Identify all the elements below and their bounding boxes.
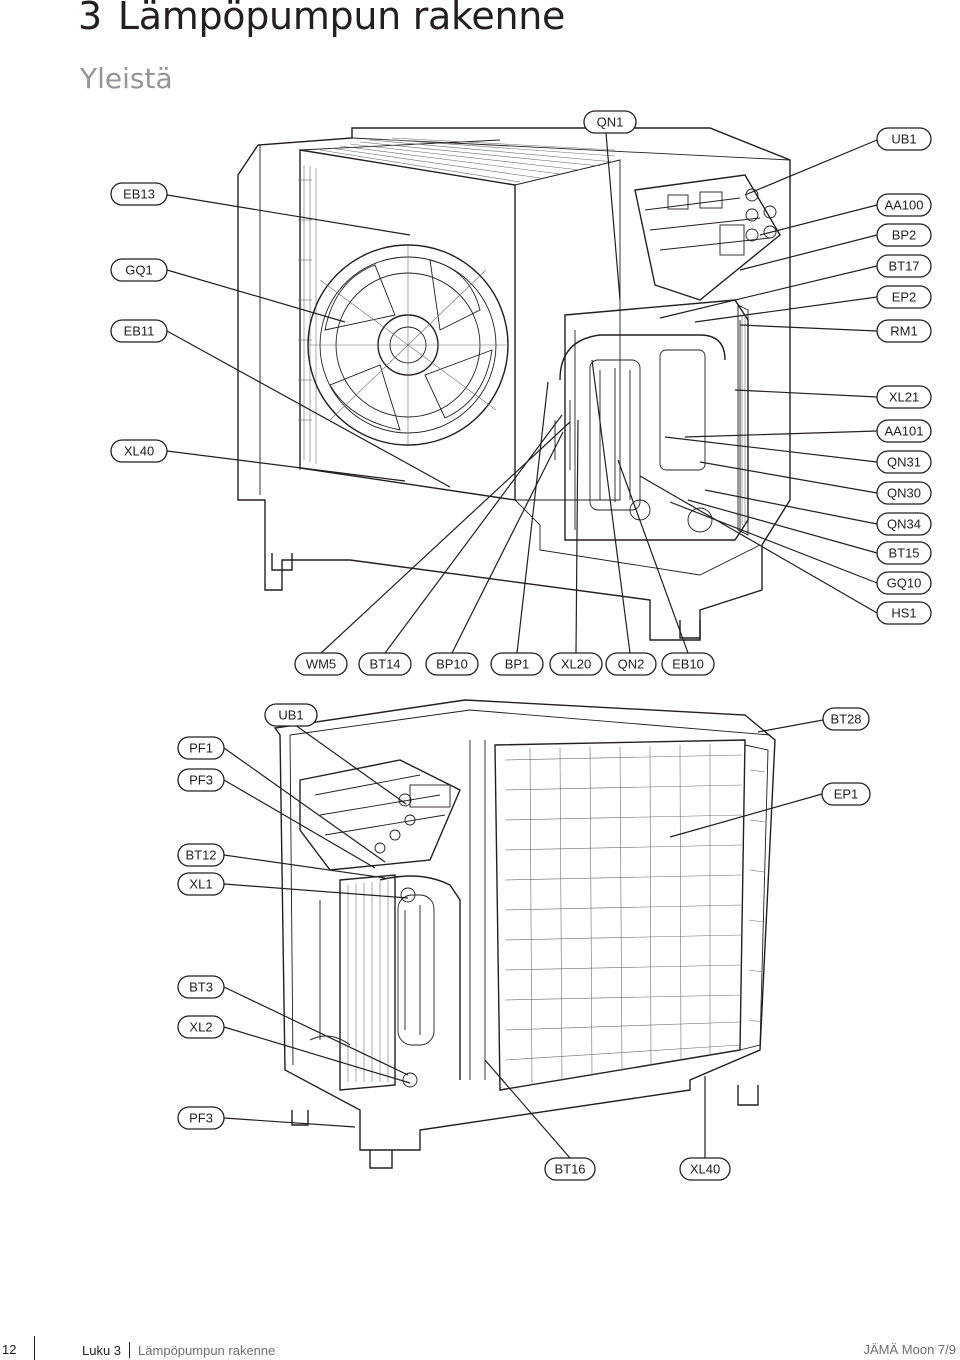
svg-text:UB1: UB1	[891, 132, 916, 147]
svg-text:QN2: QN2	[618, 657, 645, 672]
svg-text:QN31: QN31	[887, 455, 921, 470]
label-pf3-top: PF3	[177, 768, 225, 792]
footer-chapter-label: Luku 3	[82, 1343, 122, 1358]
figure-2-leader-lines	[223, 719, 824, 1159]
svg-text:EB11: EB11	[124, 324, 155, 339]
svg-text:XL2: XL2	[189, 1020, 212, 1035]
label-hs1: HS1	[876, 601, 932, 625]
label-xl21: XL21	[876, 385, 932, 409]
heat-pump-diagrams: QN1 UB1 EB13 AA100 BP2 GQ1 BT17 EP2 EB11…	[0, 100, 960, 1200]
svg-text:RM1: RM1	[890, 324, 917, 339]
footer-chapter-title: Lämpöpumpun rakenne	[138, 1343, 276, 1358]
label-bt16: BT16	[544, 1157, 596, 1181]
label-bt3: BT3	[177, 975, 225, 999]
label-rm1: RM1	[876, 319, 932, 343]
label-qn34: QN34	[876, 512, 932, 536]
label-xl20: XL20	[549, 652, 603, 676]
chapter-number: 3	[78, 0, 102, 38]
label-gq10: GQ10	[876, 571, 932, 595]
label-qn1: QN1	[583, 110, 637, 134]
label-eb13: EB13	[110, 182, 168, 206]
svg-text:PF3: PF3	[189, 1111, 213, 1126]
svg-text:QN1: QN1	[597, 115, 624, 130]
svg-text:BT14: BT14	[369, 657, 400, 672]
label-bt28: BT28	[822, 707, 870, 731]
svg-text:XL1: XL1	[189, 877, 212, 892]
label-wm5: WM5	[294, 652, 348, 676]
label-ub1: UB1	[876, 127, 932, 151]
label-bp2: BP2	[876, 223, 932, 247]
label-ub1-rear: UB1	[264, 703, 318, 727]
label-xl40-rear: XL40	[679, 1157, 731, 1181]
footer-separator	[129, 1342, 131, 1358]
label-bp10: BP10	[425, 652, 479, 676]
svg-text:PF3: PF3	[189, 773, 213, 788]
svg-text:AA101: AA101	[884, 424, 923, 439]
label-xl1: XL1	[177, 872, 225, 896]
svg-text:XL40: XL40	[124, 444, 154, 459]
svg-text:BT28: BT28	[830, 712, 861, 727]
label-pf1: PF1	[177, 736, 225, 760]
label-bp1: BP1	[490, 652, 544, 676]
svg-text:BT3: BT3	[189, 980, 213, 995]
chapter-title: Lämpöpumpun rakenne	[117, 0, 566, 38]
svg-text:XL40: XL40	[690, 1162, 720, 1177]
svg-text:WM5: WM5	[306, 657, 336, 672]
svg-text:EB13: EB13	[123, 187, 155, 202]
svg-text:GQ1: GQ1	[125, 263, 152, 278]
figure-2-drawing	[273, 699, 776, 1169]
svg-text:BP1: BP1	[505, 657, 530, 672]
label-ep2: EP2	[876, 285, 932, 309]
svg-text:XL21: XL21	[889, 390, 919, 405]
svg-text:QN34: QN34	[887, 517, 921, 532]
svg-text:BT12: BT12	[185, 848, 216, 863]
svg-text:BP10: BP10	[436, 657, 468, 672]
label-bt17: BT17	[876, 254, 932, 278]
figure-1-drawing	[237, 127, 791, 641]
label-qn2: QN2	[605, 652, 657, 676]
svg-text:EP1: EP1	[834, 787, 859, 802]
svg-text:XL20: XL20	[561, 657, 591, 672]
label-xl40: XL40	[110, 439, 168, 463]
footer-chapter: Luku 3 Lämpöpumpun rakenne	[82, 1342, 275, 1358]
label-qn30: QN30	[876, 481, 932, 505]
section-title: Yleistä	[80, 62, 173, 95]
svg-text:EB10: EB10	[672, 657, 704, 672]
label-gq1: GQ1	[110, 258, 168, 282]
footer-divider	[34, 1336, 35, 1360]
label-eb10: EB10	[661, 652, 715, 676]
label-bt15: BT15	[876, 541, 932, 565]
svg-text:QN30: QN30	[887, 486, 921, 501]
page-footer: 12 Luku 3 Lämpöpumpun rakenne JÄMÄ Moon 7…	[0, 1334, 960, 1360]
svg-text:EP2: EP2	[892, 290, 917, 305]
svg-text:BP2: BP2	[892, 228, 917, 243]
label-aa100: AA100	[876, 193, 932, 217]
svg-text:AA100: AA100	[884, 198, 923, 213]
chapter-heading: 3 Lämpöpumpun rakenne	[78, 0, 565, 38]
label-aa101: AA101	[876, 419, 932, 443]
svg-text:BT17: BT17	[888, 259, 919, 274]
svg-text:GQ10: GQ10	[887, 576, 922, 591]
svg-text:UB1: UB1	[278, 708, 303, 723]
page-number: 12	[2, 1342, 17, 1357]
label-ep1: EP1	[821, 782, 871, 806]
svg-text:HS1: HS1	[891, 606, 916, 621]
label-qn31: QN31	[876, 450, 932, 474]
svg-text:PF1: PF1	[189, 741, 213, 756]
label-pf3-bottom: PF3	[177, 1106, 225, 1130]
label-xl2: XL2	[177, 1015, 225, 1039]
footer-product: JÄMÄ Moon 7/9	[863, 1342, 957, 1357]
figure-1-leader-lines	[166, 132, 878, 654]
label-bt12: BT12	[177, 843, 225, 867]
label-eb11: EB11	[110, 319, 168, 343]
svg-text:BT16: BT16	[554, 1162, 585, 1177]
svg-text:BT15: BT15	[888, 546, 919, 561]
label-bt14: BT14	[358, 652, 412, 676]
